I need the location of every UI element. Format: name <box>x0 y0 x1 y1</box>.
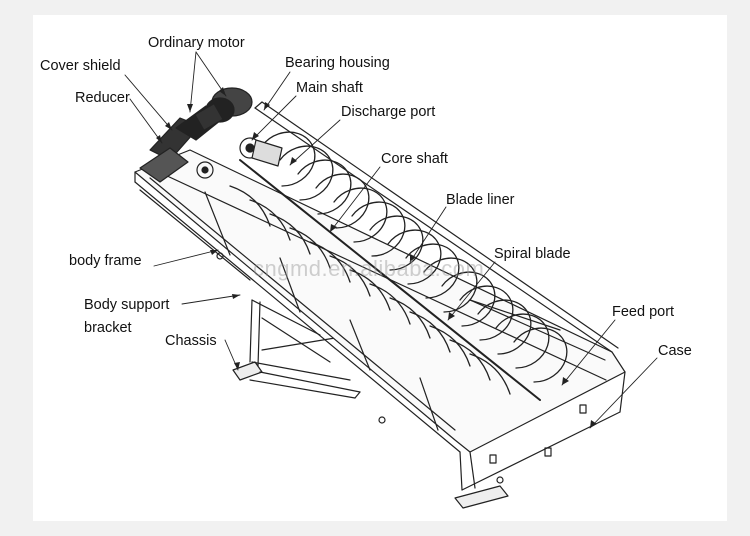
label-cover-shield: Cover shield <box>40 58 121 74</box>
label-core-shaft: Core shaft <box>381 151 448 167</box>
label-chassis: Chassis <box>165 333 217 349</box>
label-discharge-port: Discharge port <box>341 104 436 120</box>
trough-body <box>134 101 626 491</box>
leader-arrowheads <box>156 87 597 428</box>
label-feed-port: Feed port <box>612 304 675 320</box>
leader-lines <box>124 51 658 429</box>
label-spiral-blade: Spiral blade <box>494 246 571 262</box>
chassis-structure <box>232 299 509 509</box>
label-blade-liner: Blade liner <box>446 192 515 208</box>
watermark: cngmd.en.alibaba.com <box>253 256 485 281</box>
label-ordinary-motor: Ordinary motor <box>148 35 245 51</box>
label-body-frame: body frame <box>69 253 142 269</box>
label-case: Case <box>658 343 692 359</box>
label-body-support-line1: Body support <box>84 297 170 313</box>
label-bearing-housing: Bearing housing <box>285 55 390 71</box>
label-reducer: Reducer <box>75 90 130 106</box>
drive-assembly <box>139 87 283 183</box>
spiral-blades <box>229 131 568 401</box>
label-body-support-line2: bracket <box>84 320 132 336</box>
label-main-shaft: Main shaft <box>296 80 363 96</box>
